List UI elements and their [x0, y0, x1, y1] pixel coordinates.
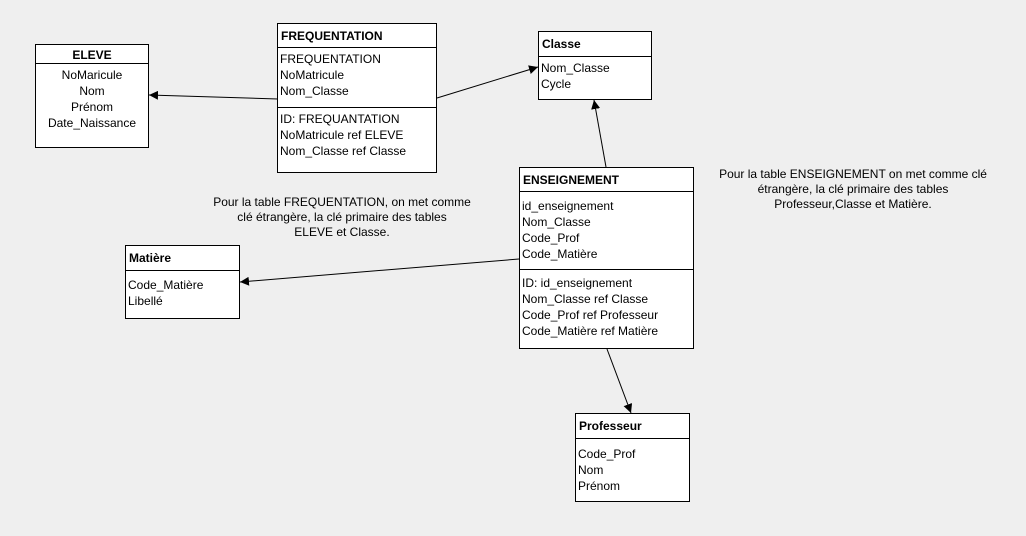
attribute: Prénom	[578, 479, 621, 493]
attribute: Nom	[578, 463, 604, 477]
attribute: id_enseignement	[522, 199, 614, 213]
identifier-list: ID: FREQUANTATION NoMatricule ref ELEVE …	[278, 107, 436, 161]
identifier: Code_Matière ref Matière	[522, 324, 659, 338]
note-frequentation: Pour la table FREQUENTATION, on met comm…	[196, 195, 488, 240]
attribute-list: Code_Matière Libellé	[126, 271, 239, 311]
entity-enseignement[interactable]: ENSEIGNEMENT id_enseignement Nom_Classe …	[519, 167, 694, 349]
note-line: clé étrangère, la clé primaire des table…	[237, 210, 447, 224]
identifier: NoMatricule ref ELEVE	[280, 128, 404, 142]
attribute-list: Code_Prof Nom Prénom	[576, 439, 689, 496]
link-enseignement-professeur	[606, 348, 633, 414]
entity-eleve[interactable]: ELEVE NoMaricule Nom Prénom Date_Naissan…	[35, 44, 149, 148]
attribute: Libellé	[128, 294, 163, 308]
entity-title: FREQUENTATION	[278, 24, 436, 48]
identifier: Nom_Classe ref Classe	[280, 144, 407, 158]
link-frequentation-classe	[436, 65, 539, 99]
entity-matiere[interactable]: Matière Code_Matière Libellé	[125, 245, 240, 319]
attribute: Code_Matière	[522, 247, 598, 261]
note-enseignement: Pour la table ENSEIGNEMENT on met comme …	[700, 167, 1006, 212]
entity-title: ENSEIGNEMENT	[520, 168, 693, 192]
identifier: Code_Prof ref Professeur	[522, 308, 659, 322]
note-line: ELEVE et Classe.	[294, 225, 390, 239]
entity-title: ELEVE	[36, 45, 148, 64]
attribute: Nom_Classe	[280, 84, 349, 98]
identifier-list: ID: id_enseignement Nom_Classe ref Class…	[520, 269, 693, 341]
attribute: Cycle	[541, 77, 572, 91]
note-line: étrangère, la clé primaire des tables	[757, 182, 949, 196]
entity-title: Matière	[126, 246, 239, 271]
link-enseignement-classe	[591, 99, 607, 168]
identifier: ID: id_enseignement	[522, 276, 633, 290]
identifier: ID: FREQUANTATION	[280, 112, 400, 126]
attribute-list: Nom_Classe Cycle	[539, 57, 651, 94]
attribute: FREQUENTATION	[280, 52, 381, 66]
note-line: Pour la table ENSEIGNEMENT on met comme …	[719, 167, 987, 181]
attribute: Nom_Classe	[522, 215, 591, 229]
attribute: Code_Prof	[578, 447, 636, 461]
entity-title: Professeur	[576, 414, 689, 439]
attribute-list: NoMaricule Nom Prénom Date_Naissance	[36, 64, 148, 133]
link-frequentation-eleve	[148, 90, 279, 100]
note-line: Pour la table FREQUENTATION, on met comm…	[213, 195, 471, 209]
note-line: Professeur,Classe et Matière.	[774, 197, 932, 211]
identifier: Nom_Classe ref Classe	[522, 292, 649, 306]
attribute: Nom_Classe	[541, 61, 610, 75]
entity-title: Classe	[539, 32, 651, 57]
entity-professeur[interactable]: Professeur Code_Prof Nom Prénom	[575, 413, 690, 502]
attribute: NoMaricule	[61, 68, 123, 82]
attribute: Prénom	[70, 100, 114, 114]
attribute-list: id_enseignement Nom_Classe Code_Prof Cod…	[520, 192, 693, 269]
attribute: Date_Naissance	[47, 116, 137, 130]
entity-frequentation[interactable]: FREQUENTATION FREQUENTATION NoMatricule …	[277, 23, 437, 173]
link-enseignement-matiere	[239, 258, 520, 286]
entity-classe[interactable]: Classe Nom_Classe Cycle	[538, 31, 652, 100]
attribute-list: FREQUENTATION NoMatricule Nom_Classe	[278, 48, 436, 107]
attribute: Code_Matière	[128, 278, 204, 292]
attribute: NoMatricule	[280, 68, 345, 82]
attribute: Nom	[79, 84, 105, 98]
attribute: Code_Prof	[522, 231, 580, 245]
